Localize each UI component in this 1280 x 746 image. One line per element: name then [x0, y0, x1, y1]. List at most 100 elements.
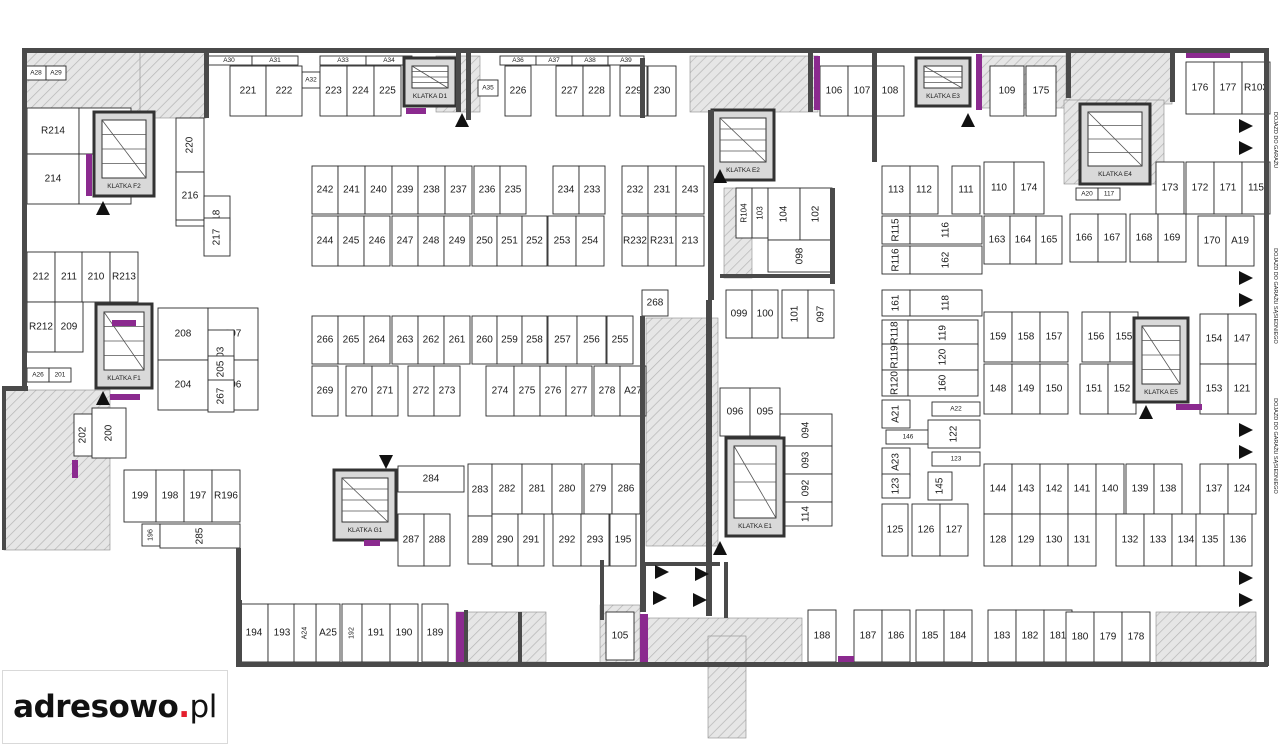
parking-space[interactable]: 232: [621, 165, 649, 215]
parking-space[interactable]: 123: [931, 451, 981, 467]
parking-space[interactable]: 268: [641, 289, 669, 317]
parking-space[interactable]: 129: [1011, 513, 1041, 567]
parking-space[interactable]: 157: [1039, 311, 1069, 363]
parking-space[interactable]: 205: [207, 355, 235, 383]
parking-space[interactable]: 179: [1093, 611, 1123, 663]
parking-space[interactable]: 261: [443, 315, 471, 365]
parking-space[interactable]: 099: [725, 289, 753, 339]
parking-space[interactable]: 170: [1197, 215, 1227, 267]
parking-space[interactable]: 277: [565, 365, 593, 417]
parking-space[interactable]: A25: [315, 603, 341, 663]
parking-space[interactable]: 159: [983, 311, 1013, 363]
parking-space[interactable]: 283: [467, 463, 493, 517]
parking-space[interactable]: A37: [535, 55, 573, 66]
parking-space[interactable]: 183: [987, 609, 1017, 663]
parking-space[interactable]: 105: [605, 611, 635, 661]
parking-space[interactable]: 107: [847, 65, 877, 117]
parking-space[interactable]: 195: [609, 513, 637, 567]
parking-space[interactable]: A30: [205, 55, 253, 66]
parking-space[interactable]: 224: [346, 65, 375, 117]
parking-space[interactable]: 127: [939, 503, 969, 557]
parking-space[interactable]: 125: [881, 503, 909, 557]
parking-space[interactable]: 242: [311, 165, 339, 215]
parking-space[interactable]: 227: [555, 65, 584, 117]
parking-space[interactable]: 172: [1185, 161, 1215, 215]
parking-space[interactable]: 252: [521, 215, 548, 267]
parking-space[interactable]: 136: [1223, 513, 1253, 567]
parking-space[interactable]: 223: [319, 65, 348, 117]
parking-space[interactable]: 154: [1199, 313, 1229, 365]
parking-space[interactable]: 286: [611, 463, 641, 515]
parking-space[interactable]: 186: [881, 609, 911, 663]
parking-space[interactable]: 204: [157, 359, 209, 411]
parking-space[interactable]: 141: [1067, 463, 1097, 515]
parking-space[interactable]: 202: [73, 413, 93, 457]
parking-space[interactable]: 233: [578, 165, 606, 215]
parking-space[interactable]: 158: [1011, 311, 1041, 363]
parking-space[interactable]: 180: [1065, 611, 1095, 663]
parking-space[interactable]: 138: [1153, 463, 1183, 515]
parking-space[interactable]: 212: [26, 251, 56, 303]
parking-space[interactable]: A29: [45, 65, 67, 81]
parking-space[interactable]: 119: [907, 319, 979, 347]
parking-space[interactable]: 189: [421, 603, 449, 663]
parking-space[interactable]: 121: [1227, 363, 1257, 415]
parking-space[interactable]: 137: [1199, 463, 1229, 515]
parking-space[interactable]: 273: [433, 365, 461, 417]
parking-space[interactable]: 128: [983, 513, 1013, 567]
parking-space[interactable]: 287: [397, 513, 425, 567]
parking-space[interactable]: 244: [311, 215, 339, 267]
parking-space[interactable]: 279: [583, 463, 613, 515]
parking-space[interactable]: 292: [552, 513, 582, 567]
parking-space[interactable]: 231: [647, 165, 677, 215]
parking-space[interactable]: 285: [159, 523, 241, 549]
parking-space[interactable]: 095: [749, 387, 781, 437]
parking-space[interactable]: 106: [819, 65, 849, 117]
parking-space[interactable]: 262: [417, 315, 445, 365]
parking-space[interactable]: 097: [807, 289, 835, 339]
parking-space[interactable]: 291: [517, 513, 545, 567]
parking-space[interactable]: 151: [1079, 363, 1109, 415]
parking-space[interactable]: 208: [157, 307, 209, 361]
parking-space[interactable]: 109: [989, 65, 1025, 117]
parking-space[interactable]: 196: [141, 523, 161, 547]
parking-space[interactable]: A19: [1225, 215, 1255, 267]
parking-space[interactable]: 098: [767, 239, 833, 273]
parking-space[interactable]: 118: [909, 289, 983, 317]
parking-space[interactable]: 248: [417, 215, 445, 267]
parking-space[interactable]: 169: [1157, 213, 1187, 263]
parking-space[interactable]: 270: [345, 365, 373, 417]
parking-space[interactable]: 293: [580, 513, 610, 567]
parking-space[interactable]: 112: [909, 165, 939, 215]
parking-space[interactable]: 187: [853, 609, 883, 663]
parking-space[interactable]: 149: [1011, 363, 1041, 415]
parking-space[interactable]: R118: [881, 319, 909, 347]
parking-space[interactable]: 284: [397, 465, 465, 493]
parking-space[interactable]: 108: [875, 65, 905, 117]
parking-space[interactable]: R231: [647, 215, 677, 267]
parking-space[interactable]: 235: [499, 165, 527, 215]
parking-space[interactable]: 276: [539, 365, 567, 417]
parking-space[interactable]: 145: [927, 471, 953, 501]
parking-space[interactable]: 243: [675, 165, 705, 215]
parking-space[interactable]: 197: [183, 469, 213, 523]
parking-space[interactable]: 111: [951, 165, 981, 215]
parking-space[interactable]: 214: [26, 153, 80, 205]
parking-space[interactable]: 272: [407, 365, 435, 417]
parking-space[interactable]: 177: [1213, 61, 1243, 115]
parking-space[interactable]: 101: [781, 289, 809, 339]
parking-space[interactable]: 113: [881, 165, 911, 215]
parking-space[interactable]: 264: [363, 315, 391, 365]
parking-space[interactable]: 275: [513, 365, 541, 417]
parking-space[interactable]: A33: [319, 55, 367, 66]
parking-space[interactable]: 150: [1039, 363, 1069, 415]
parking-space[interactable]: 288: [423, 513, 451, 567]
parking-space[interactable]: 263: [391, 315, 419, 365]
parking-space[interactable]: 222: [265, 65, 303, 117]
parking-space[interactable]: 130: [1039, 513, 1069, 567]
parking-space[interactable]: 173: [1155, 161, 1185, 215]
parking-space[interactable]: 247: [391, 215, 419, 267]
parking-space[interactable]: A21: [881, 399, 911, 429]
parking-space[interactable]: 174: [1013, 161, 1045, 215]
parking-space[interactable]: A38: [571, 55, 609, 66]
